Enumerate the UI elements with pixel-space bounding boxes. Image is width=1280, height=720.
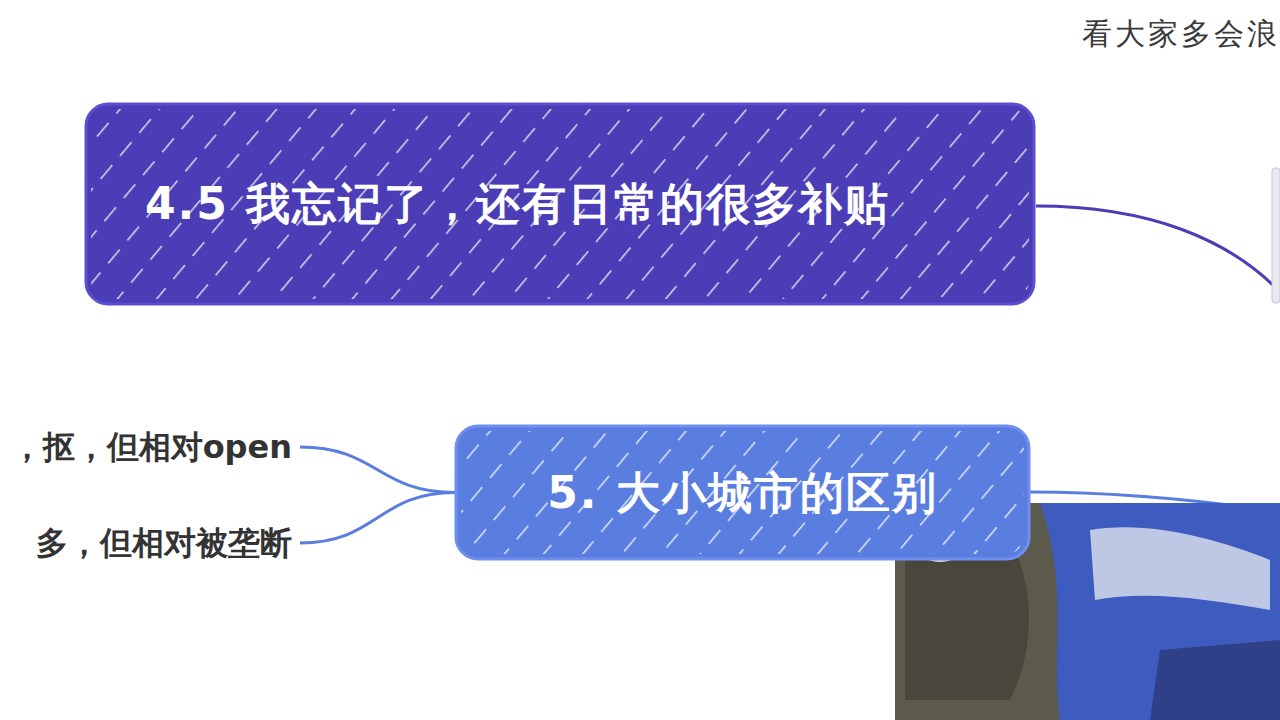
topic-text: 5. 大小城市的区别 — [485, 462, 1000, 524]
box-hatch — [91, 109, 1029, 299]
webcam-light — [1090, 527, 1270, 610]
box-fill — [456, 426, 1029, 559]
topic-box: 5. 大小城市的区别 — [455, 425, 1030, 560]
subtopic-text: ，抠，但相对open — [3, 424, 300, 470]
branch-connector — [300, 447, 455, 493]
subtopic-text: 多，但相对被垄断 — [28, 520, 300, 566]
topic-text: 4.5 我忘记了，还有日常的很多补贴 — [145, 173, 975, 235]
topic-box: 4.5 我忘记了，还有日常的很多补贴 — [85, 103, 1035, 305]
subtopic-label: ，抠，但相对open — [11, 428, 292, 466]
box-hatch — [461, 431, 1024, 554]
subtopic-label: 多，但相对被垄断 — [36, 524, 292, 562]
box-fill — [86, 104, 1034, 304]
branch-connector — [300, 493, 455, 543]
offscreen-node-edge — [1272, 168, 1280, 303]
branch-line — [1036, 206, 1280, 292]
webcam-shadow — [1150, 640, 1280, 720]
webcam-background — [1040, 503, 1280, 720]
note-text: 看大家多会浪 — [1082, 14, 1280, 55]
